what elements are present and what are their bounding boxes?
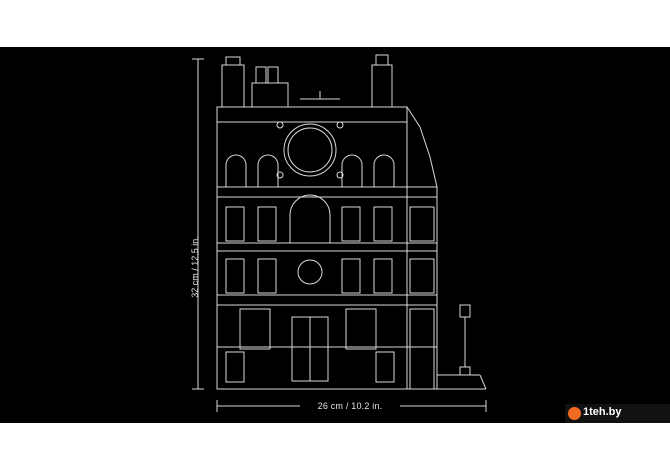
height-dimension-line [192, 58, 204, 390]
width-dimension-label: 26 cm / 10.2 in. [317, 401, 383, 411]
watermark-logo-icon [568, 407, 581, 420]
height-dimension-label: 32 cm / 12.5 in. [190, 236, 200, 298]
site-watermark: 1teh.by [565, 404, 670, 423]
sidewalk-base [217, 374, 487, 390]
round-window [276, 121, 344, 179]
ground-floor [225, 308, 435, 390]
middle-floor-windows [225, 194, 435, 243]
width-dimension-line [216, 400, 487, 412]
building-drawing [192, 54, 487, 412]
chimneys [221, 54, 393, 108]
lower-floor-windows [225, 258, 435, 294]
street-lamp [459, 304, 471, 376]
floor-bands [217, 121, 437, 348]
top-floor-windows [225, 154, 395, 187]
image-stage: 26 cm / 10.2 in. 32 cm / 12.5 in. [0, 47, 670, 423]
watermark-text: 1teh.by [583, 406, 622, 418]
